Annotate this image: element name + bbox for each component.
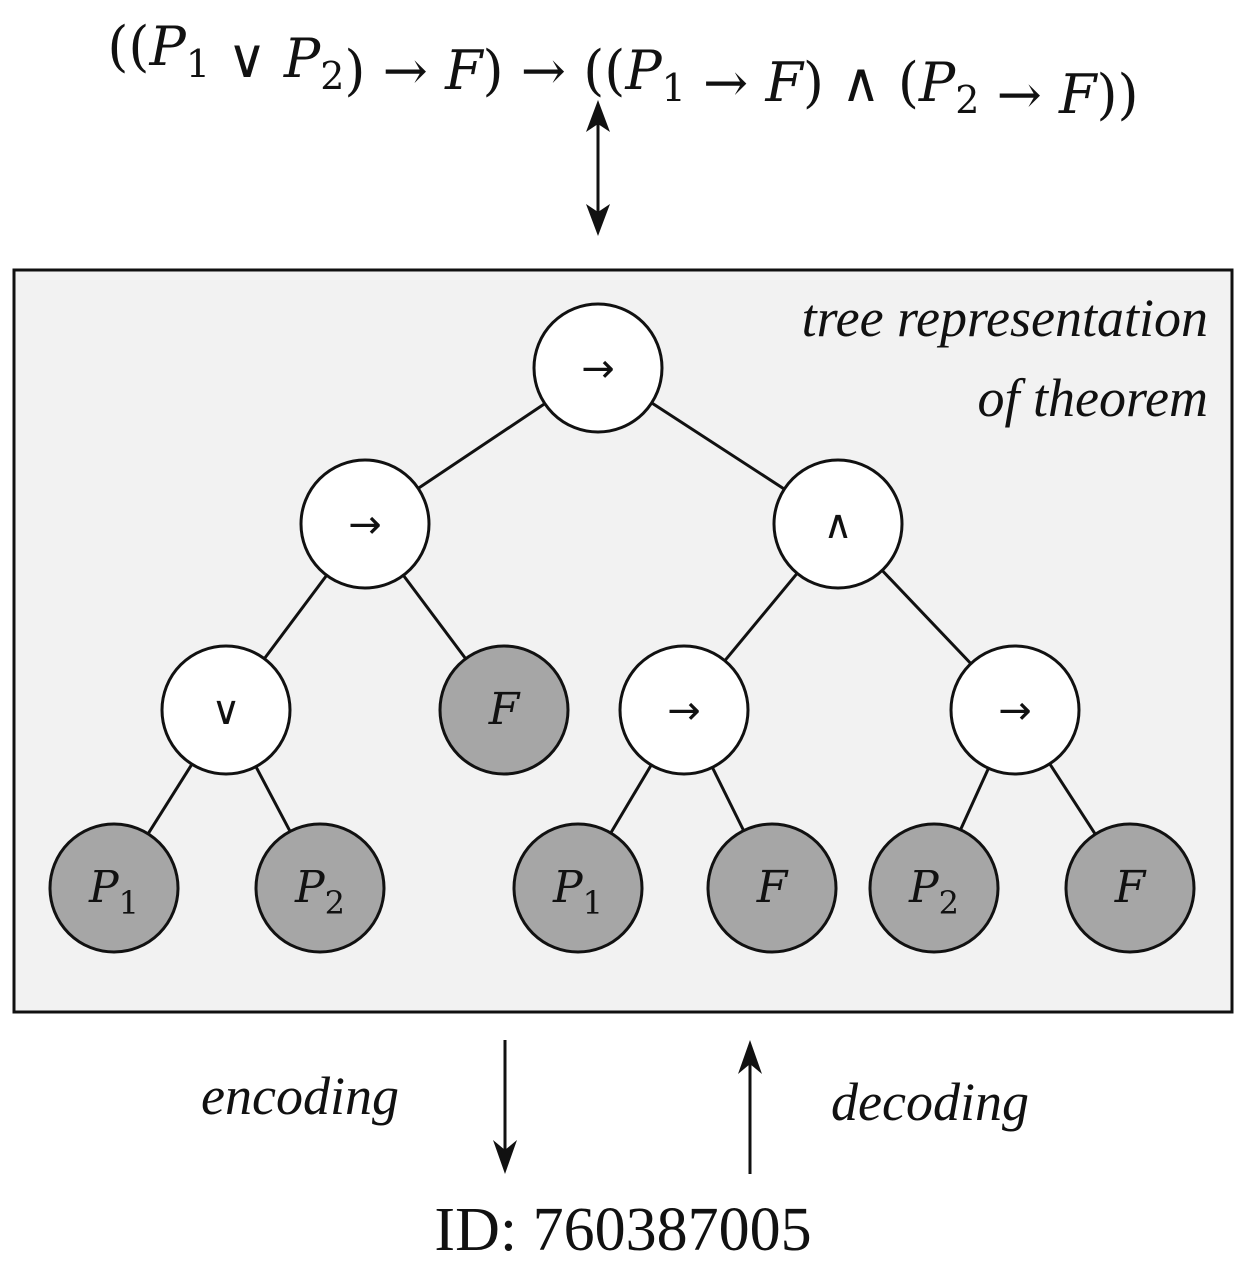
node-label: ∨	[211, 688, 240, 734]
leaf-node-llr: P2	[254, 822, 386, 954]
operator-node-root: →	[532, 302, 664, 434]
node-label: ∧	[823, 502, 852, 548]
node-label: F	[488, 684, 521, 735]
node-label: →	[667, 688, 701, 734]
leaf-node-rrr: F	[1064, 822, 1196, 954]
down-arrow-icon	[493, 1040, 517, 1174]
formula-segment: ((	[107, 15, 149, 78]
node-circle	[706, 822, 838, 954]
tree-caption-line1: tree representation	[802, 288, 1208, 348]
node-circle	[772, 458, 904, 590]
formula-segment: ) → ((	[483, 39, 626, 102]
formula-segment: P	[624, 39, 663, 102]
formula-segment: P	[283, 27, 322, 90]
formula-segment: P	[918, 51, 957, 114]
formula-segment: ∨	[210, 27, 284, 90]
tree-edge-l-lr	[402, 574, 467, 660]
formula-segment: 1	[662, 66, 686, 110]
formula-segment: F	[764, 51, 805, 114]
node-label: P2	[294, 862, 345, 922]
tree-edge-rr-rrr	[1048, 762, 1097, 836]
formula-segment: ) ∧ (	[803, 51, 919, 114]
node-label: →	[581, 346, 615, 392]
operator-node-rl: →	[618, 644, 750, 776]
node-label: →	[998, 688, 1032, 734]
node-circle	[299, 458, 431, 590]
tree-edge-ll-llr	[254, 765, 292, 833]
formula-segment: →	[979, 63, 1059, 126]
operator-node-l: →	[299, 458, 431, 590]
node-circle	[48, 822, 180, 954]
node-circle	[868, 822, 1000, 954]
node-circle	[254, 822, 386, 954]
theorem-formula: ((P1 ∨ P2) → F) → ((P1 → F) ∧ (P2 → F))	[107, 15, 1138, 126]
operator-node-ll: ∨	[160, 644, 292, 776]
node-circle	[438, 644, 570, 776]
node-circle	[1064, 822, 1196, 954]
tree-edge-rl-rll	[609, 764, 653, 834]
formula-segment: P	[149, 15, 188, 78]
tree-edge-rl-rlr	[711, 766, 745, 832]
decoding-label: decoding	[831, 1072, 1029, 1132]
formula-segment: ) →	[344, 39, 445, 102]
leaf-node-rrl: P2	[868, 822, 1000, 954]
formula-segment: →	[686, 51, 766, 114]
tree-nodes: → → ∧ ∨ F → → P1 P2 P1 F P2 F	[48, 302, 1196, 954]
tree-edges	[146, 401, 1097, 836]
node-label: P2	[908, 862, 959, 922]
bidirectional-arrow-icon	[586, 100, 610, 236]
node-label: P1	[552, 862, 603, 922]
up-arrow-icon	[738, 1040, 762, 1174]
leaf-node-rll: P1	[512, 822, 644, 954]
theorem-id: ID: 760387005	[434, 1196, 811, 1264]
node-circle	[160, 644, 292, 776]
tree-edge-root-r	[650, 401, 786, 491]
node-circle	[532, 302, 664, 434]
tree-caption-line2: of theorem	[978, 368, 1208, 428]
node-label: P1	[88, 862, 139, 922]
formula-segment: ))	[1096, 63, 1138, 126]
formula-segment: 1	[186, 42, 210, 86]
tree-edge-root-l	[417, 402, 546, 490]
node-circle	[618, 644, 750, 776]
operator-node-r: ∧	[772, 458, 904, 590]
tree-edge-r-rr	[881, 569, 972, 665]
formula-segment: F	[444, 39, 485, 102]
leaf-node-lr: F	[438, 644, 570, 776]
node-circle	[512, 822, 644, 954]
formula-segment: F	[1058, 63, 1099, 126]
encoding-label: encoding	[201, 1066, 399, 1126]
operator-node-rr: →	[949, 644, 1081, 776]
leaf-node-rlr: F	[706, 822, 838, 954]
node-circle	[949, 644, 1081, 776]
formula-segment: 2	[955, 78, 979, 122]
tree-edge-r-rl	[723, 572, 799, 662]
node-label: F	[1114, 862, 1147, 913]
leaf-node-lll: P1	[48, 822, 180, 954]
node-label: F	[756, 862, 789, 913]
tree-edge-rr-rrl	[959, 767, 990, 831]
tree-edge-ll-lll	[146, 763, 194, 835]
formula-segment: 2	[320, 54, 344, 98]
node-label: →	[348, 502, 382, 548]
tree-edge-l-ll	[263, 574, 328, 660]
